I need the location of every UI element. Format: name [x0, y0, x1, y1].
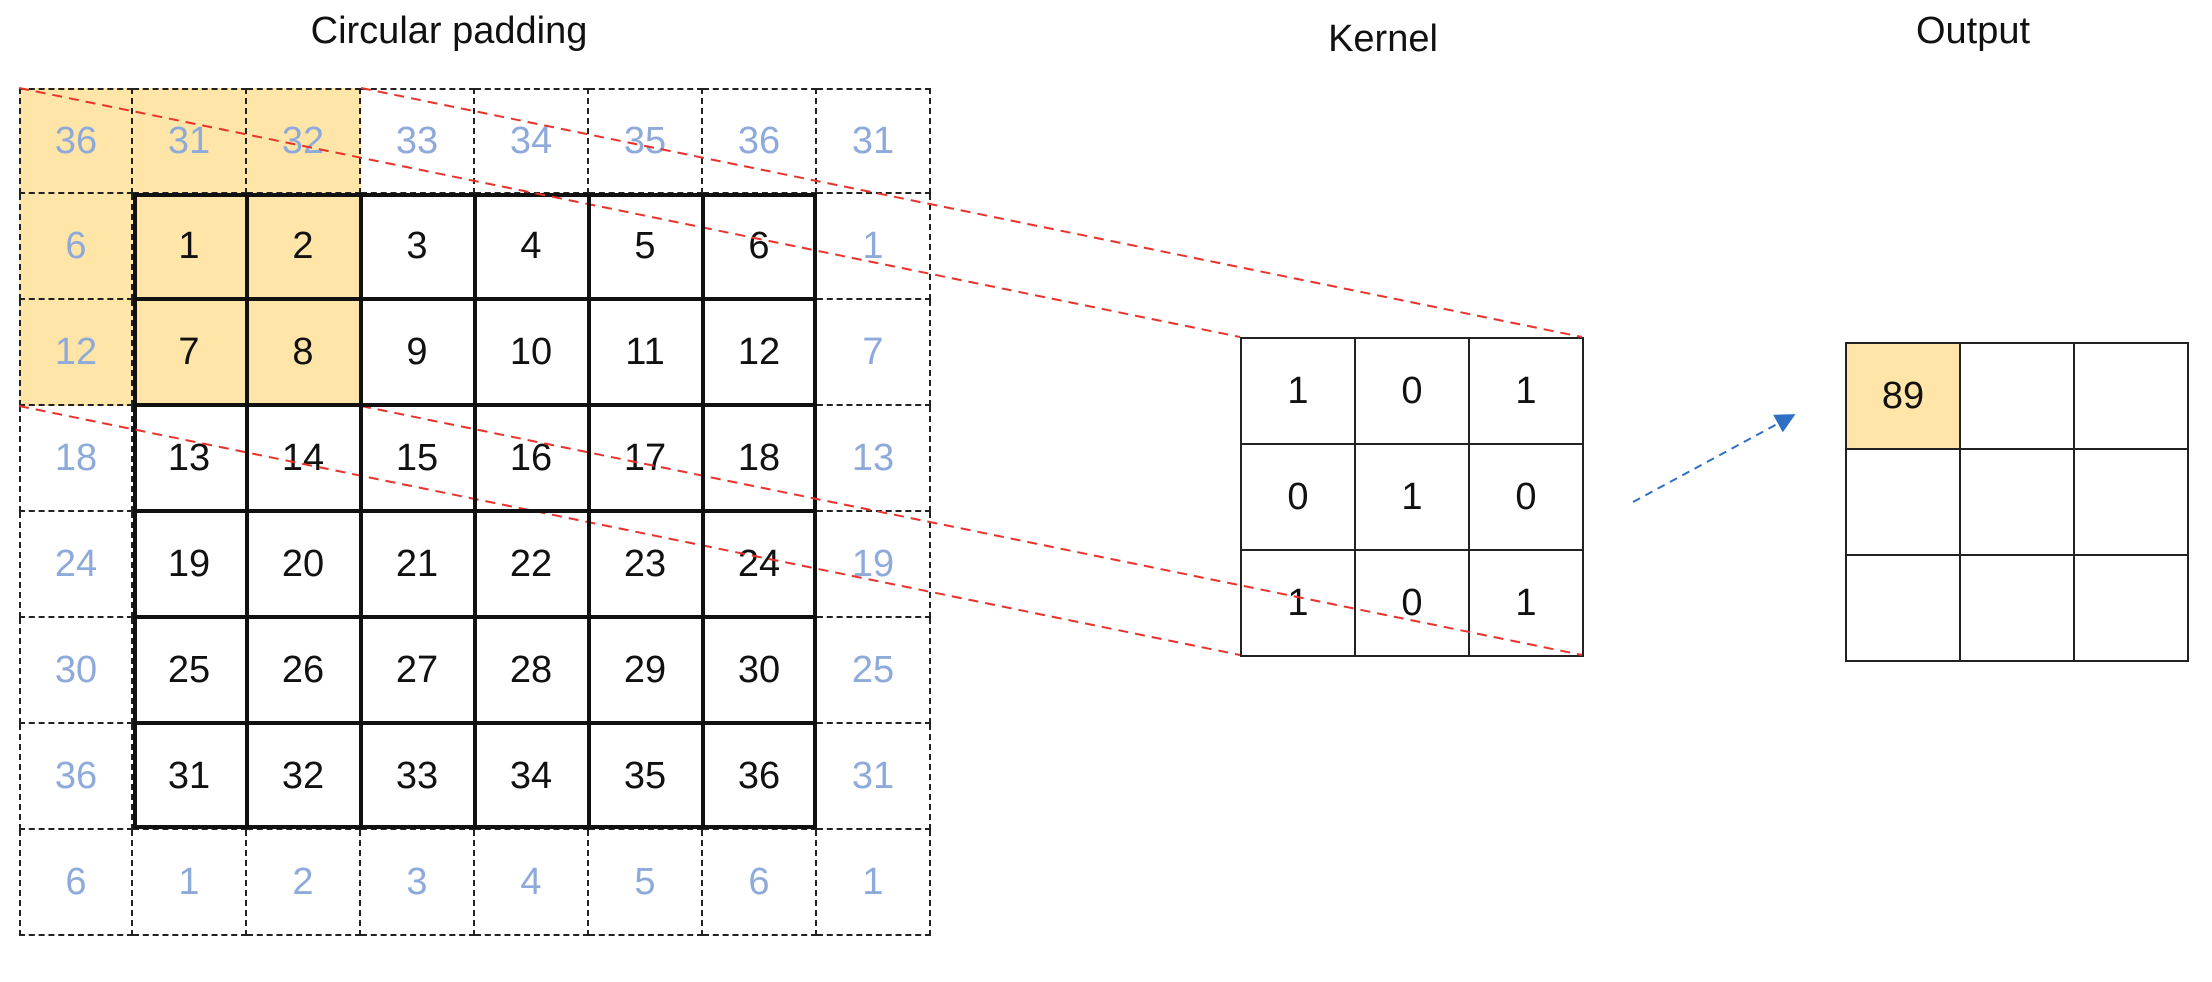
padded-cell: 1: [133, 194, 247, 300]
padded-cell: 2: [247, 194, 361, 300]
output-cell: [2075, 450, 2189, 556]
padded-cell: 30: [19, 618, 133, 724]
padded-cell: 13: [817, 406, 931, 512]
padded-cell: 23: [589, 512, 703, 618]
padded-cell: 35: [589, 724, 703, 830]
padded-cell: 29: [589, 618, 703, 724]
kernel-cell: 1: [1356, 445, 1470, 551]
output-grid: 89: [1845, 342, 2189, 662]
kernel-cell: 1: [1242, 339, 1356, 445]
kernel-title: Kernel: [1328, 18, 1438, 60]
output-cell: [1847, 450, 1961, 556]
padded-cell: 7: [133, 300, 247, 406]
padded-cell: 19: [817, 512, 931, 618]
padded-cell: 15: [361, 406, 475, 512]
padded-cell: 18: [703, 406, 817, 512]
padded-cell: 3: [361, 194, 475, 300]
padded-cell: 6: [19, 830, 133, 936]
padded-cell: 20: [247, 512, 361, 618]
kernel-cell: 1: [1470, 551, 1584, 657]
padded-cell: 12: [703, 300, 817, 406]
padding-title: Circular padding: [310, 10, 588, 52]
padded-cell: 10: [475, 300, 589, 406]
padded-cell: 1: [817, 194, 931, 300]
padded-cell: 31: [817, 88, 931, 194]
padded-cell: 33: [361, 88, 475, 194]
padded-cell: 27: [361, 618, 475, 724]
kernel-cell: 1: [1470, 339, 1584, 445]
padded-cell: 36: [19, 724, 133, 830]
padded-cell: 2: [247, 830, 361, 936]
padded-cell: 31: [133, 88, 247, 194]
padded-cell: 1: [133, 830, 247, 936]
output-cell: [2075, 556, 2189, 662]
output-cell: [1847, 556, 1961, 662]
padded-cell: 4: [475, 830, 589, 936]
padded-cell: 34: [475, 724, 589, 830]
kernel-cell: 1: [1242, 551, 1356, 657]
padded-cell: 9: [361, 300, 475, 406]
padded-cell: 25: [817, 618, 931, 724]
padded-cell: 34: [475, 88, 589, 194]
output-cell: [1961, 556, 2075, 662]
padded-cell: 31: [817, 724, 931, 830]
padded-cell: 33: [361, 724, 475, 830]
padded-cell: 8: [247, 300, 361, 406]
kernel-cell: 0: [1242, 445, 1356, 551]
result-arrow: [1632, 414, 1796, 503]
padded-cell: 36: [703, 88, 817, 194]
output-cell: 89: [1847, 344, 1961, 450]
padded-cell: 7: [817, 300, 931, 406]
padded-cell: 12: [19, 300, 133, 406]
output-cell: [2075, 344, 2189, 450]
kernel-cell: 0: [1356, 551, 1470, 657]
padded-cell: 21: [361, 512, 475, 618]
padded-cell: 35: [589, 88, 703, 194]
padded-cell: 16: [475, 406, 589, 512]
padded-cell: 19: [133, 512, 247, 618]
padded-cell: 14: [247, 406, 361, 512]
padded-cell: 28: [475, 618, 589, 724]
padded-cell: 30: [703, 618, 817, 724]
kernel-cell: 0: [1356, 339, 1470, 445]
padded-cell: 1: [817, 830, 931, 936]
padded-cell: 6: [703, 194, 817, 300]
padded-cell: 22: [475, 512, 589, 618]
padded-cell: 17: [589, 406, 703, 512]
padded-cell: 13: [133, 406, 247, 512]
padded-cell: 31: [133, 724, 247, 830]
padded-cell: 5: [589, 830, 703, 936]
padded-cell: 5: [589, 194, 703, 300]
padded-cell: 4: [475, 194, 589, 300]
padded-cell: 6: [19, 194, 133, 300]
padded-cell: 24: [19, 512, 133, 618]
output-cell: [1961, 344, 2075, 450]
padded-cell: 25: [133, 618, 247, 724]
output-cell: [1961, 450, 2075, 556]
padded-cell: 36: [19, 88, 133, 194]
padded-cell: 32: [247, 88, 361, 194]
kernel-cell: 0: [1470, 445, 1584, 551]
padded-cell: 3: [361, 830, 475, 936]
padded-cell: 36: [703, 724, 817, 830]
padded-cell: 11: [589, 300, 703, 406]
padded-cell: 24: [703, 512, 817, 618]
padded-cell: 26: [247, 618, 361, 724]
padded-cell: 18: [19, 406, 133, 512]
padded-cell: 6: [703, 830, 817, 936]
output-title: Output: [1915, 10, 2031, 52]
padded-cell: 32: [247, 724, 361, 830]
